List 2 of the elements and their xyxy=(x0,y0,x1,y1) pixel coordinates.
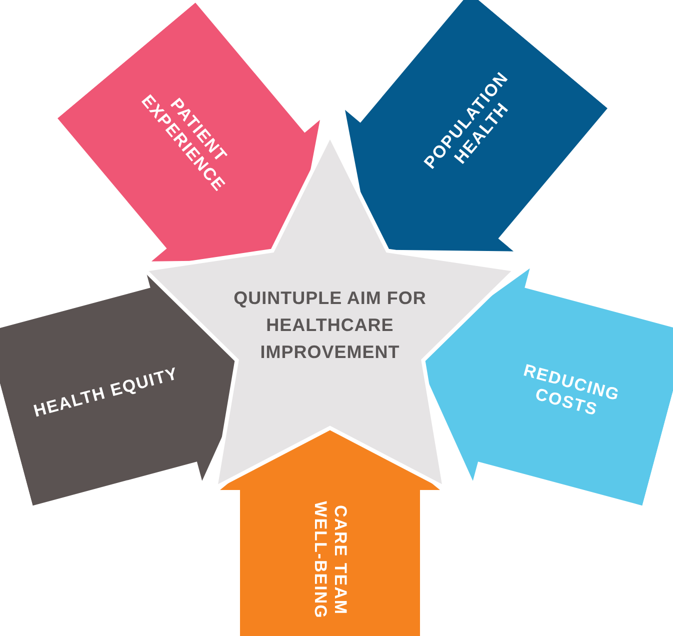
star-label: QUINTUPLE AIM FOR HEALTHCARE IMPROVEMENT xyxy=(232,286,428,364)
arrow-label: CARE TEAM WELL-BEING xyxy=(310,500,350,621)
